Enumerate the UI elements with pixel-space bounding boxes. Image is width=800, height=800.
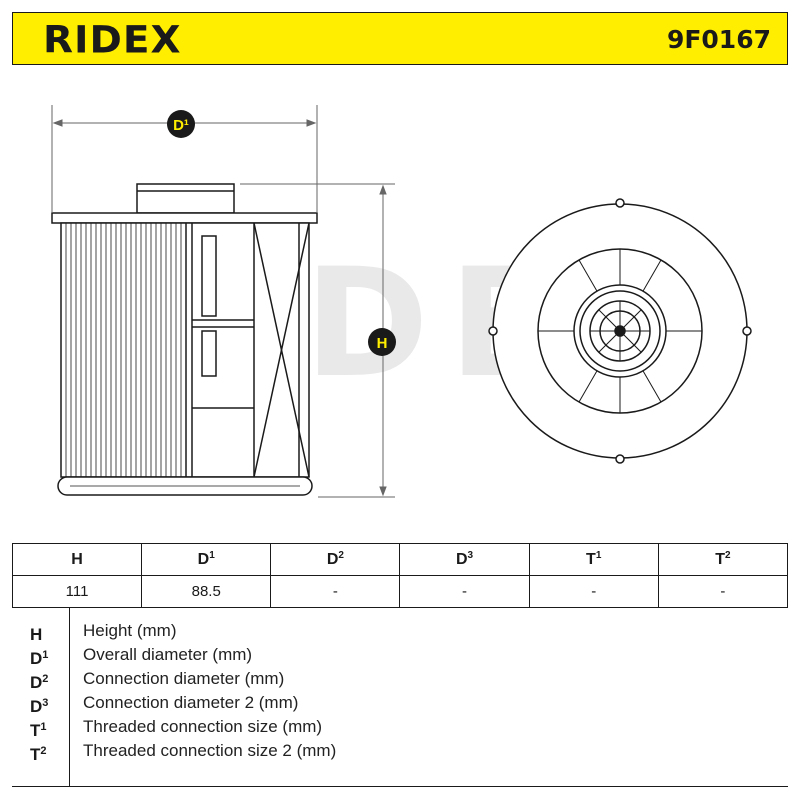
technical-drawing: RIDEX [0, 66, 800, 540]
table-row: 111 88.5 - - - - [11, 575, 789, 608]
d1-badge [167, 110, 195, 138]
table-header-row: H D1 D2 D3 T1 T2 [11, 543, 789, 576]
legend-item-t1: T1 Threaded connection size (mm) [12, 715, 788, 740]
d1-label: D¹ [173, 117, 189, 134]
legend-key: D3 [30, 697, 49, 716]
spec-table: H D1 D2 D3 T1 T2 111 88.5 - - - - [11, 543, 789, 608]
legend-key: D2 [30, 673, 49, 692]
h-badge [368, 328, 396, 356]
filter-side-view [51, 183, 318, 496]
legend-key: T1 [30, 721, 47, 740]
legend-text: Connection diameter 2 (mm) [83, 693, 299, 712]
header-h: H [11, 543, 143, 576]
header-t2: T2 [657, 543, 789, 576]
legend: H Height (mm) D1 Overall diameter (mm) D… [12, 607, 788, 787]
legend-text: Threaded connection size 2 (mm) [83, 741, 337, 760]
h-label: H [377, 335, 388, 352]
legend-key: H [30, 625, 43, 644]
legend-item-d2: D2 Connection diameter (mm) [12, 667, 788, 692]
legend-item-t2: T2 Threaded connection size 2 (mm) [12, 739, 788, 764]
value-d2: - [270, 575, 401, 608]
header-d3: D3 [399, 543, 530, 576]
legend-item-d3: D3 Connection diameter 2 (mm) [12, 691, 788, 716]
header-d2: D2 [270, 543, 401, 576]
value-h: 111 [11, 575, 143, 608]
legend-item-h: H Height (mm) [12, 619, 788, 644]
brand-logo: RIDEX [43, 19, 182, 62]
legend-text: Overall diameter (mm) [83, 645, 253, 664]
legend-text: Threaded connection size (mm) [83, 717, 323, 736]
filter-top-view [488, 198, 752, 464]
header-d1: D1 [141, 543, 272, 576]
legend-text: Height (mm) [83, 621, 177, 640]
value-d3: - [399, 575, 530, 608]
header-t1: T1 [528, 543, 659, 576]
legend-item-d1: D1 Overall diameter (mm) [12, 643, 788, 668]
header-bar: RIDEX 9F0167 [12, 12, 788, 65]
value-t2: - [657, 575, 789, 608]
value-d1: 88.5 [141, 575, 272, 608]
part-number: 9F0167 [666, 25, 771, 54]
legend-text: Connection diameter (mm) [83, 669, 285, 688]
legend-key: D1 [30, 649, 49, 668]
legend-divider [69, 608, 70, 786]
legend-key: T2 [30, 745, 47, 764]
value-t1: - [528, 575, 659, 608]
